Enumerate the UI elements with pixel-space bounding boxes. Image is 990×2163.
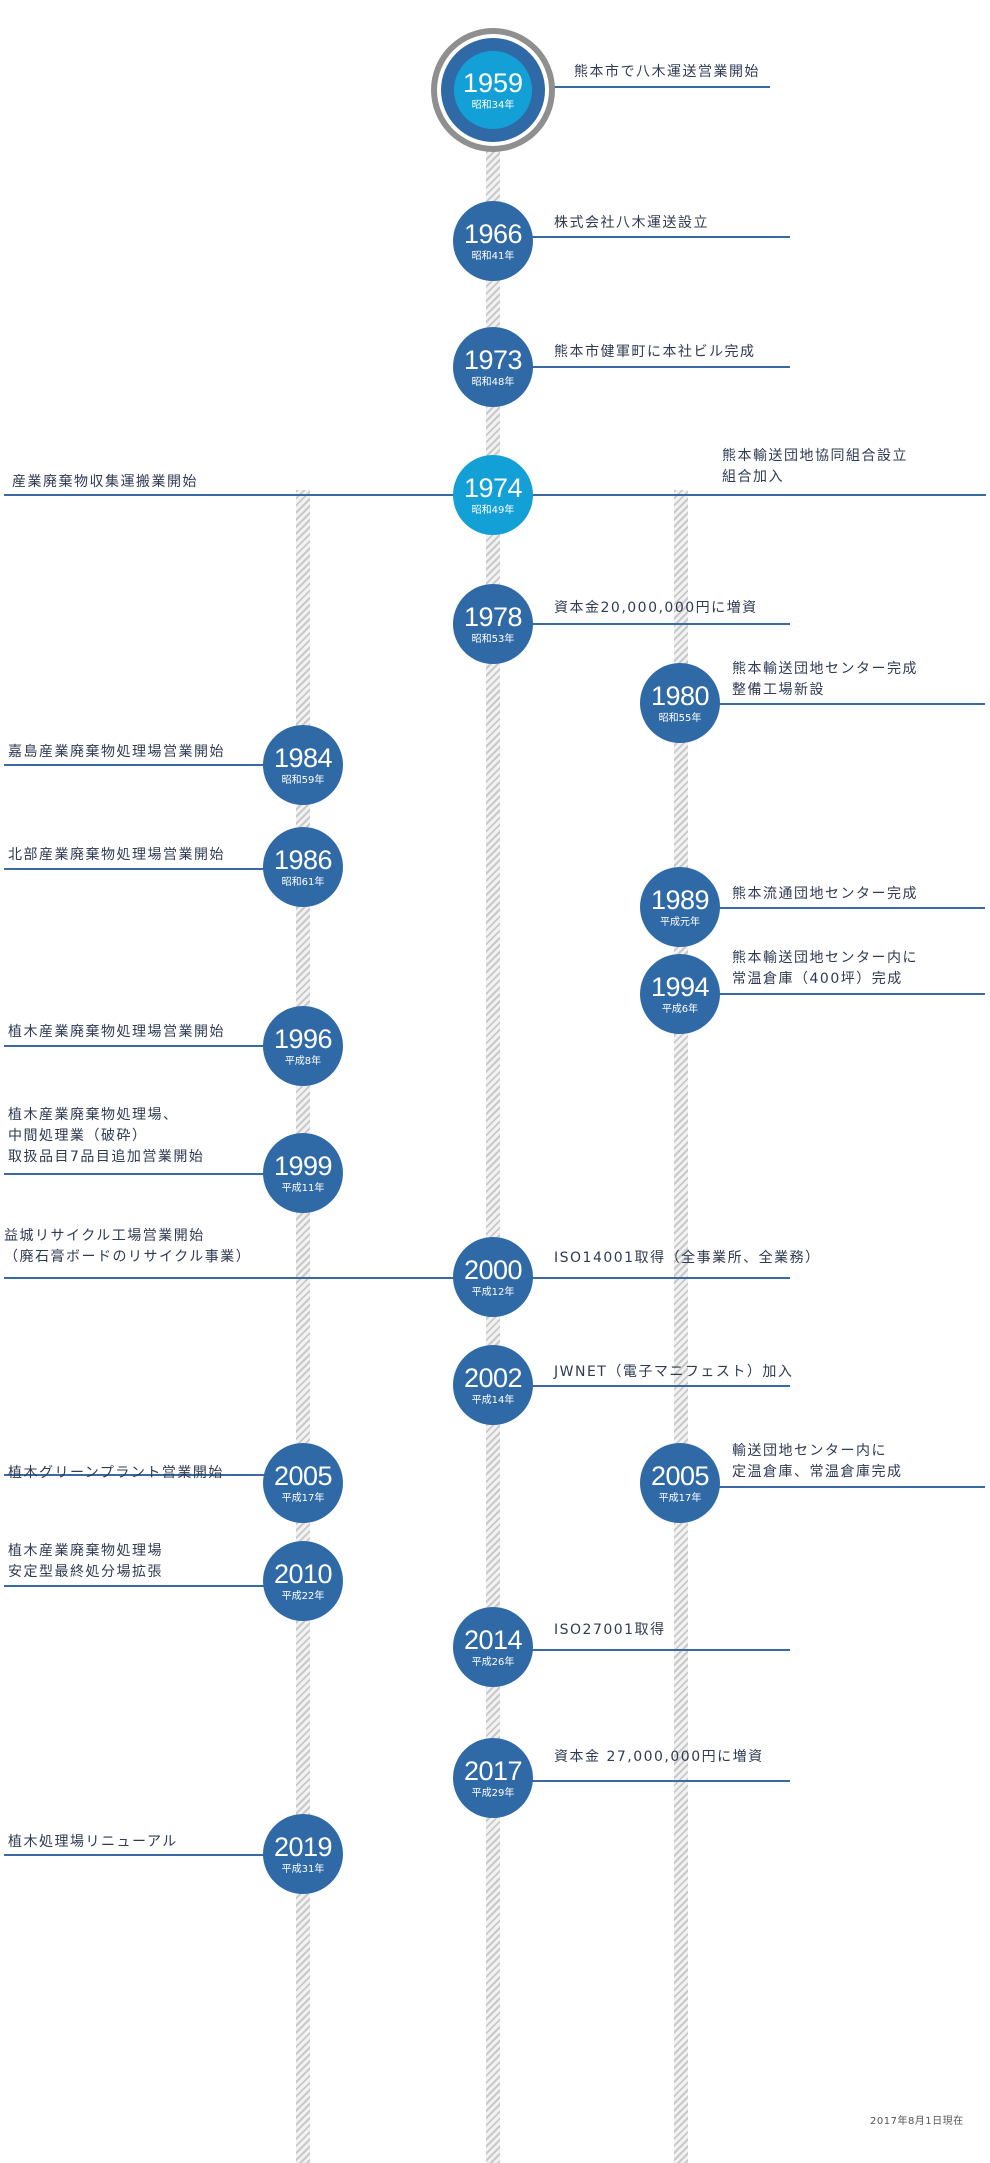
- event-label-2002: JWNET（電子マニフェスト）加入: [554, 1364, 794, 1380]
- event-label-2000-left: 益城リサイクル工場営業開始 （廃石膏ボードのリサイクル事業）: [4, 1228, 252, 1265]
- timeline-node-1989: 1989 平成元年: [640, 867, 720, 947]
- timeline-node-2014: 2014 平成26年: [453, 1607, 533, 1687]
- event-label-1994: 熊本輸送団地センター内に 常温倉庫（400坪）完成: [732, 950, 918, 987]
- timeline-node-1980: 1980 昭和55年: [640, 663, 720, 743]
- timeline-node-1996: 1996 平成8年: [263, 1006, 343, 1086]
- event-label-1999: 植木産業廃棄物処理場、 中間処理業（破砕） 取扱品目7品目追加営業開始: [8, 1107, 205, 1165]
- event-label-2019: 植木処理場リニューアル: [8, 1834, 178, 1850]
- event-label-2017: 資本金 27,000,000円に増資: [554, 1749, 764, 1765]
- timeline-node-2002: 2002 平成14年: [453, 1345, 533, 1425]
- connector-line: [530, 1385, 790, 1387]
- as-of-date-note: 2017年8月1日現在: [870, 2116, 964, 2127]
- event-label-2000-right: ISO14001取得（全事業所、全業務）: [554, 1250, 821, 1266]
- event-label-1974-left: 産業廃棄物収集運搬業開始: [12, 474, 198, 490]
- event-label-1974-right: 熊本輸送団地協同組合設立 組合加入: [722, 448, 908, 485]
- connector-line: [530, 623, 790, 625]
- event-label-1996: 植木産業廃棄物処理場営業開始: [8, 1024, 225, 1040]
- connector-line: [715, 703, 985, 705]
- connector-line: [4, 1045, 266, 1047]
- connector-line: [530, 1780, 790, 1782]
- connector-line: [715, 1486, 985, 1488]
- timeline-node-1986: 1986 昭和61年: [263, 827, 343, 907]
- connector-line: [530, 236, 790, 238]
- timeline-node-1994: 1994 平成6年: [640, 954, 720, 1034]
- timeline-node-2005-right: 2005 平成17年: [640, 1443, 720, 1523]
- timeline-node-1959: 1959 昭和34年: [431, 28, 555, 152]
- event-label-1966: 株式会社八木運送設立: [554, 215, 709, 231]
- timeline-node-1978: 1978 昭和53年: [453, 584, 533, 664]
- event-label-1980: 熊本輸送団地センター完成 整備工場新設: [732, 661, 918, 698]
- timeline-node-1966: 1966 昭和41年: [453, 201, 533, 281]
- timeline-node-2019: 2019 平成31年: [263, 1814, 343, 1894]
- connector-line: [530, 366, 790, 368]
- connector-line: [4, 1173, 266, 1175]
- timeline-node-2000: 2000 平成12年: [453, 1237, 533, 1317]
- event-label-1986: 北部産業廃棄物処理場営業開始: [8, 847, 225, 863]
- event-label-2014: ISO27001取得: [554, 1622, 666, 1638]
- connector-line: [550, 86, 770, 88]
- timeline-track-center: [486, 130, 500, 2163]
- connector-line: [4, 1277, 790, 1279]
- timeline-node-2017: 2017 平成29年: [453, 1738, 533, 1818]
- connector-line: [4, 1585, 266, 1587]
- event-label-1989: 熊本流通団地センター完成: [732, 886, 918, 902]
- timeline-node-2005-left: 2005 平成17年: [263, 1443, 343, 1523]
- event-label-1959: 熊本市で八木運送営業開始: [574, 64, 760, 80]
- connector-line: [715, 907, 985, 909]
- event-label-1984: 嘉島産業廃棄物処理場営業開始: [8, 744, 225, 760]
- connector-line: [715, 993, 985, 995]
- event-label-2005-left: 植木グリーンプラント営業開始: [8, 1465, 224, 1481]
- timeline-node-1974: 1974 昭和49年: [453, 455, 533, 535]
- connector-line: [4, 1474, 266, 1476]
- timeline-node-2010: 2010 平成22年: [263, 1541, 343, 1621]
- timeline-node-1973: 1973 昭和48年: [453, 327, 533, 407]
- timeline-track-left: [296, 490, 310, 2163]
- node-year: 1959: [462, 67, 524, 98]
- node-era: 昭和34年: [471, 99, 515, 111]
- timeline-node-1984: 1984 昭和59年: [263, 725, 343, 805]
- event-label-2005-right: 輸送団地センター内に 定温倉庫、常温倉庫完成: [732, 1443, 903, 1480]
- event-label-1978: 資本金20,000,000円に増資: [554, 600, 758, 616]
- connector-line: [4, 1854, 266, 1856]
- connector-line: [4, 764, 266, 766]
- connector-line: [4, 868, 266, 870]
- timeline-node-1999: 1999 平成11年: [263, 1133, 343, 1213]
- event-label-2010: 植木産業廃棄物処理場 安定型最終処分場拡張: [8, 1543, 163, 1580]
- connector-line: [530, 1649, 790, 1651]
- event-label-1973: 熊本市健軍町に本社ビル完成: [554, 344, 756, 360]
